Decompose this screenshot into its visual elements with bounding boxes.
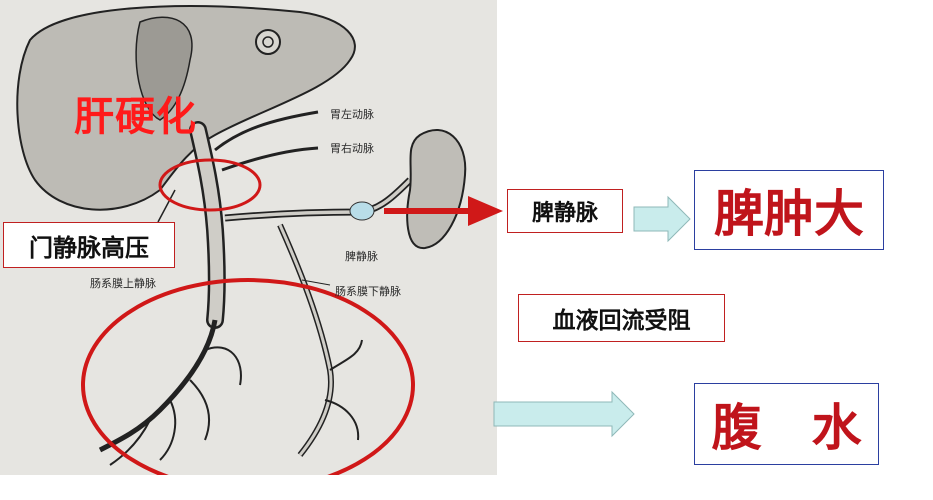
label-left-gastric-artery: 胃左动脉 bbox=[330, 108, 374, 121]
mesenteric-congestion-ring bbox=[81, 278, 415, 475]
spleen-shape bbox=[406, 129, 467, 250]
arrow-to-ascites bbox=[493, 390, 635, 438]
blood-flow-obstructed-box: 血液回流受阻 bbox=[518, 294, 725, 342]
splenic-vein-box: 脾静脉 bbox=[507, 189, 623, 233]
anatomy-illustration: 胃左动脉 胃右动脉 脾静脉 肠系膜上静脉 肠系膜下静脉 bbox=[0, 0, 497, 475]
left-gastric-artery-line bbox=[214, 110, 319, 152]
right-gastric-artery-line bbox=[221, 146, 319, 172]
stomach-shape bbox=[135, 16, 193, 121]
portal-hypertension-box: 门静脉高压 bbox=[3, 222, 175, 268]
portal-venous-system-drawing bbox=[16, 5, 478, 475]
ascites-box: 腹 水 bbox=[694, 383, 879, 465]
label-splenic-vein-printed: 脾静脉 bbox=[345, 250, 378, 263]
liver-shape bbox=[16, 5, 356, 211]
label-superior-mesenteric-vein: 肠系膜上静脉 bbox=[90, 277, 156, 290]
label-inferior-mesenteric-vein: 肠系膜下静脉 bbox=[335, 285, 401, 298]
label-right-gastric-artery: 胃右动脉 bbox=[330, 142, 374, 155]
superior-mesenteric-vein-line bbox=[98, 319, 218, 453]
arrow-to-splenomegaly bbox=[633, 195, 691, 243]
splenomegaly-box: 脾肿大 bbox=[694, 170, 884, 250]
aorta-crosssection bbox=[255, 29, 281, 55]
portal-hypertension-ring bbox=[158, 158, 262, 212]
cirrhosis-label: 肝硬化 bbox=[74, 94, 197, 140]
splenic-vein-marker bbox=[349, 201, 375, 221]
